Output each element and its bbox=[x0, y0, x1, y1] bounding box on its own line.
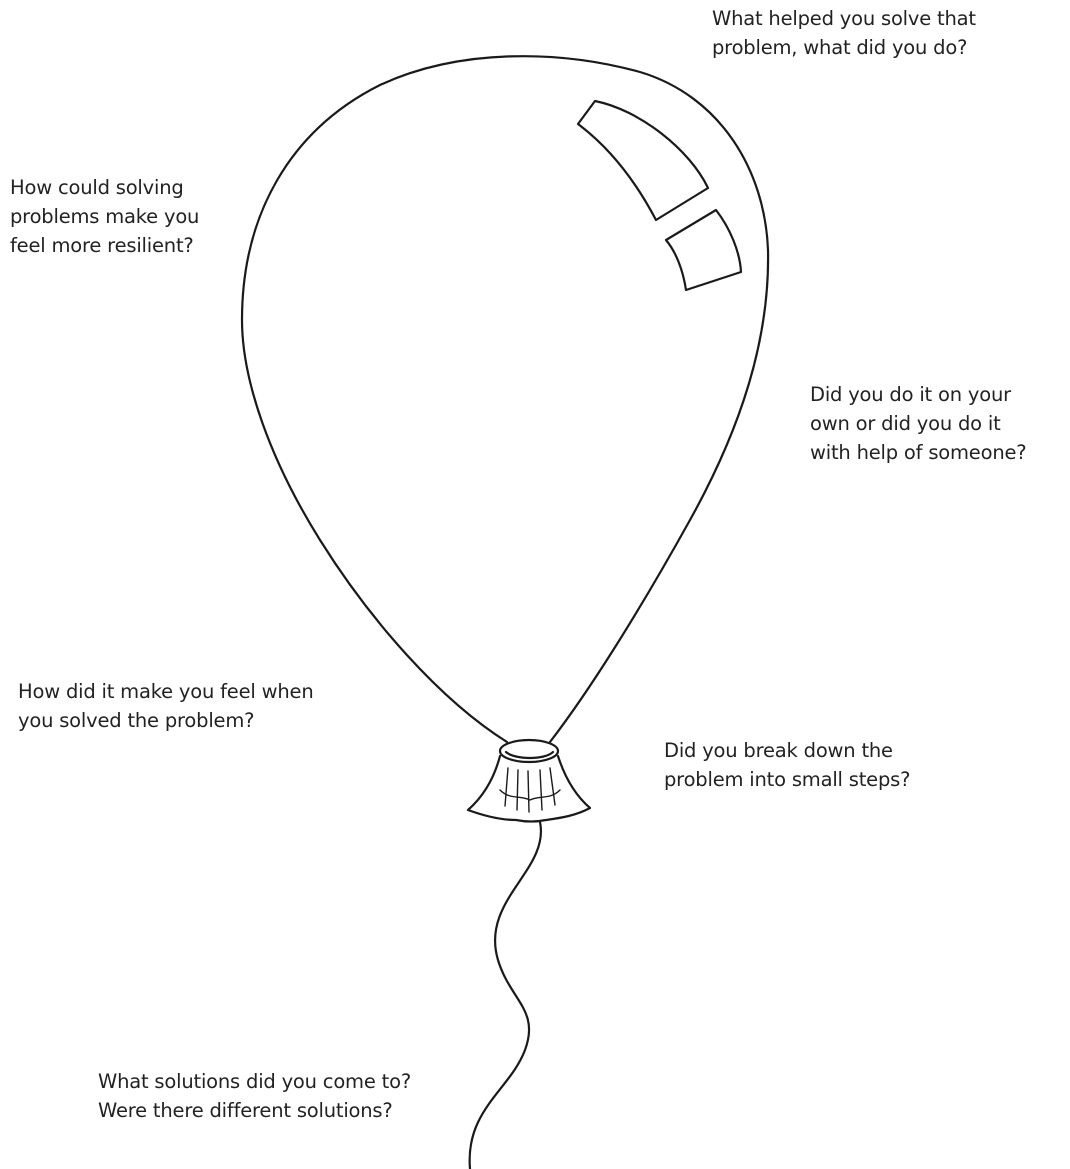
prompt-line: problems make you bbox=[10, 202, 199, 231]
prompt-line: Did you do it on your bbox=[810, 380, 1026, 409]
balloon-highlight-small-icon bbox=[666, 210, 741, 290]
prompt-line: own or did you do it bbox=[810, 409, 1026, 438]
prompt-steps: Did you break down the problem into smal… bbox=[664, 736, 910, 794]
balloon-highlight-icon bbox=[578, 101, 708, 220]
prompt-resilient: How could solving problems make you feel… bbox=[10, 173, 199, 260]
prompt-line: What helped you solve that bbox=[712, 4, 976, 33]
prompt-line: How could solving bbox=[10, 173, 199, 202]
balloon-knot-inner-icon bbox=[506, 752, 553, 758]
prompt-line: with help of someone? bbox=[810, 438, 1026, 467]
prompt-helped: What helped you solve that problem, what… bbox=[712, 4, 976, 62]
prompt-line: How did it make you feel when bbox=[18, 677, 313, 706]
prompt-solutions: What solutions did you come to? Were the… bbox=[98, 1067, 411, 1125]
balloon-string-icon bbox=[470, 822, 541, 1169]
prompt-line: What solutions did you come to? bbox=[98, 1067, 411, 1096]
prompt-line: problem, what did you do? bbox=[712, 33, 976, 62]
prompt-line: you solved the problem? bbox=[18, 706, 313, 735]
prompt-line: problem into small steps? bbox=[664, 765, 910, 794]
prompt-line: Did you break down the bbox=[664, 736, 910, 765]
prompt-feel: How did it make you feel when you solved… bbox=[18, 677, 313, 735]
prompt-line: feel more resilient? bbox=[10, 231, 199, 260]
prompt-own-or-help: Did you do it on your own or did you do … bbox=[810, 380, 1026, 467]
prompt-line: Were there different solutions? bbox=[98, 1096, 411, 1125]
